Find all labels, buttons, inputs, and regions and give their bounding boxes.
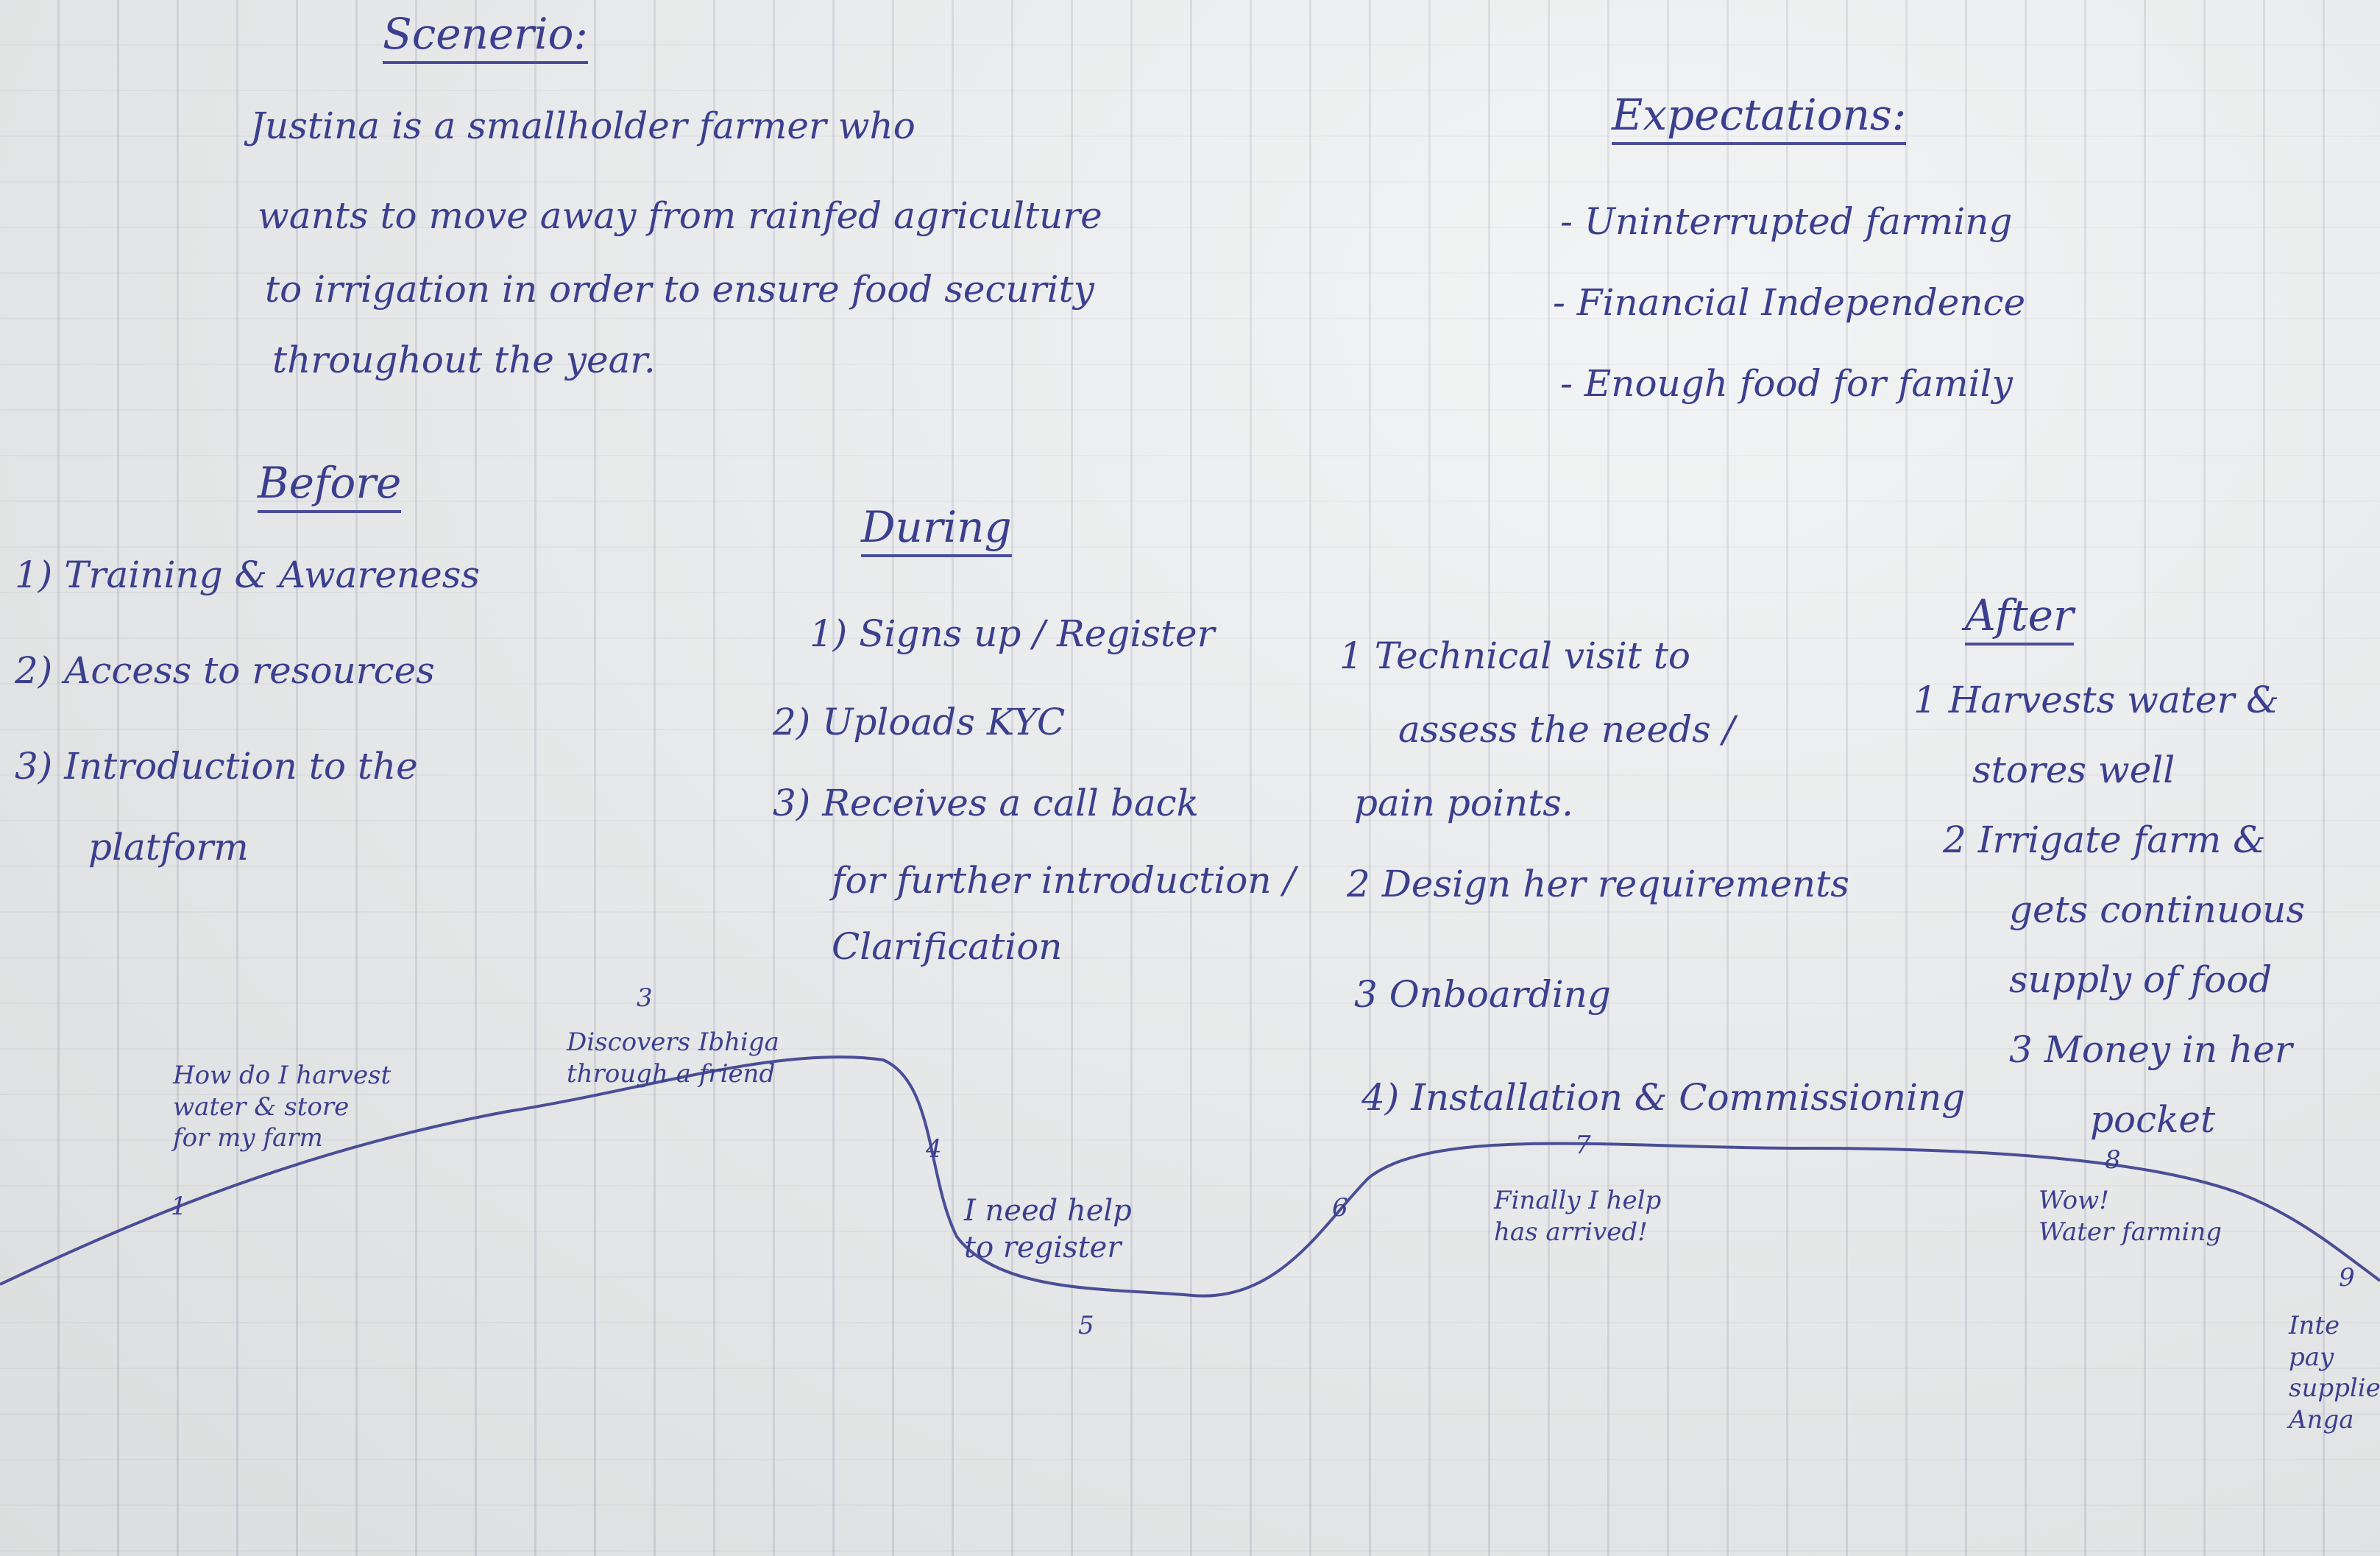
journey-note-2: Discovers Ibhiga through a friend <box>567 1028 779 1089</box>
after-item-4: gets continuous <box>2009 888 2306 931</box>
after-item-7: pocket <box>2090 1098 2216 1141</box>
expectation-item-2: - Financial Independence <box>1553 281 2026 324</box>
scenario-heading: Scenerio: <box>383 7 588 64</box>
during-col2-item-1: 1 Technical visit to <box>1339 634 1690 677</box>
before-item-3: 3) Introduction to the <box>15 745 418 788</box>
expectations-heading: Expectations: <box>1612 88 1907 145</box>
after-item-1: 1 Harvests water & <box>1913 679 2279 721</box>
after-item-2: stores well <box>1972 749 2175 791</box>
during-col2-item-2: assess the needs / <box>1398 708 1735 751</box>
journey-line <box>0 1055 2380 1298</box>
scenario-line-2: wants to move away from rainfed agricult… <box>258 194 1102 237</box>
journey-marker-6: 6 <box>1332 1193 1348 1223</box>
journey-marker-4: 4 <box>926 1134 942 1164</box>
before-item-2: 2) Access to resources <box>15 649 435 692</box>
before-heading: Before <box>258 456 402 513</box>
journey-marker-8: 8 <box>2105 1145 2121 1175</box>
during-col1-item-3: 3) Receives a call back <box>773 782 1199 824</box>
journey-marker-7: 7 <box>1575 1131 1591 1160</box>
during-col1-item-5: Clarification <box>832 925 1063 968</box>
after-item-6: 3 Money in her <box>2009 1028 2292 1071</box>
journey-note-5: Wow! Water farming <box>2039 1186 2222 1247</box>
scenario-line-4: throughout the year. <box>272 339 656 381</box>
during-heading: During <box>861 501 1012 557</box>
during-col1-item-4: for further introduction / <box>832 859 1296 902</box>
scenario-line-1: Justina is a smallholder farmer who <box>250 105 915 147</box>
journey-marker-3: 3 <box>637 983 653 1013</box>
journey-marker-1: 1 <box>171 1192 187 1221</box>
scenario-line-3: to irrigation in order to ensure food se… <box>265 268 1094 311</box>
expectation-item-1: - Uninterrupted farming <box>1560 200 2013 243</box>
after-item-3: 2 Irrigate farm & <box>1943 818 2266 861</box>
during-col1-item-2: 2) Uploads KYC <box>773 701 1066 743</box>
before-item-1: 1) Training & Awareness <box>15 554 481 596</box>
expectation-item-3: - Enough food for family <box>1560 362 2013 405</box>
during-col1-item-1: 1) Signs up / Register <box>810 612 1215 655</box>
journey-marker-5: 5 <box>1078 1311 1094 1340</box>
during-col2-item-4: 2 Design her requirements <box>1347 863 1849 905</box>
journey-note-4: Finally I help has arrived! <box>1494 1186 1662 1247</box>
journey-note-3: I need help to register <box>964 1194 1132 1265</box>
before-item-4: platform <box>88 826 249 869</box>
journey-marker-9: 9 <box>2339 1263 2355 1292</box>
during-col2-item-5: 3 Onboarding <box>1354 973 1611 1016</box>
during-col2-item-3: pain points. <box>1354 782 1573 824</box>
journey-note-1: How do I harvest water & store for my fa… <box>173 1061 392 1153</box>
during-col2-item-6: 4) Installation & Commissioning <box>1361 1076 1966 1119</box>
after-item-5: supply of food <box>2009 958 2273 1001</box>
journey-note-6: Inte pay supplies Anga <box>2289 1311 2380 1435</box>
after-heading: After <box>1965 589 2074 646</box>
